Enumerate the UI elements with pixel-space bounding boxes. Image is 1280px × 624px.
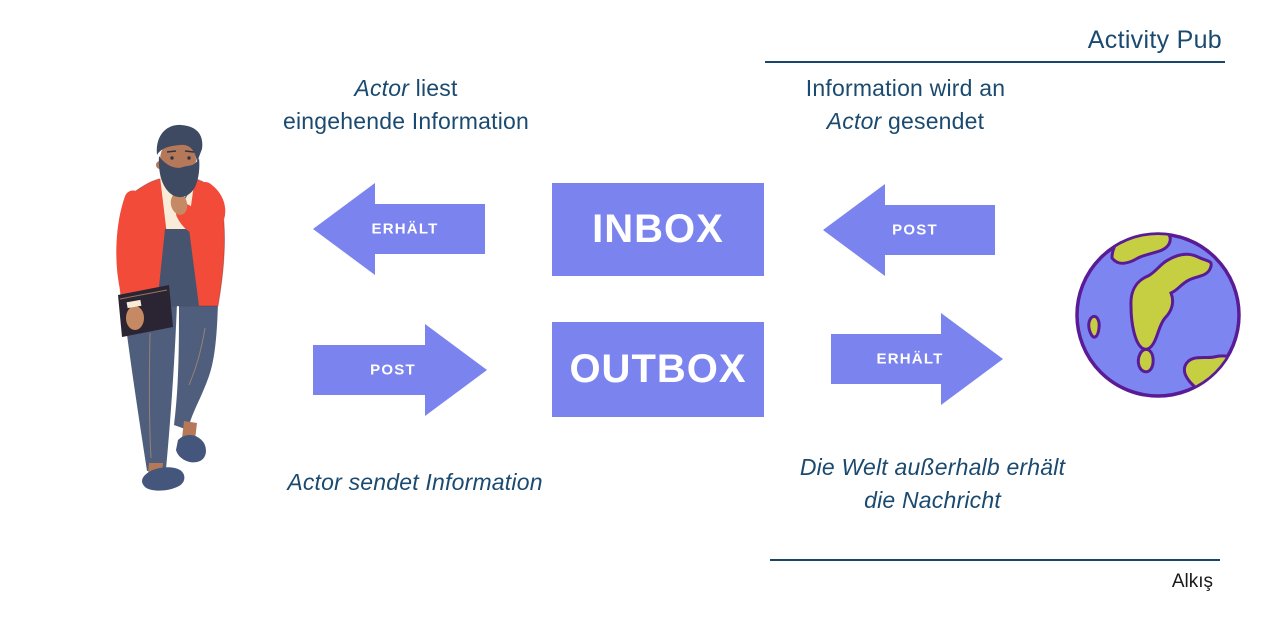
caption-line: die Nachricht	[864, 487, 1001, 513]
right-hand	[170, 193, 188, 215]
hair	[156, 124, 203, 162]
left-hand	[126, 306, 144, 330]
eye	[170, 156, 174, 160]
caption-text: gesendet	[881, 108, 985, 134]
caption-actor-sends: Actor sendet Information	[287, 469, 543, 495]
caption-line: Actor liest	[230, 72, 582, 105]
outbox-box: OUTBOX	[552, 322, 764, 417]
arrow-post-to-outbox: POST	[313, 324, 487, 416]
bottom-divider	[770, 559, 1220, 561]
arrow-shape	[313, 183, 485, 275]
person-left-arm	[116, 190, 142, 300]
arrow-erhalt-to-actor: ERHÄLT	[313, 183, 485, 275]
caption-info-sent: Information wird an Actor gesendet	[758, 72, 1053, 138]
arrow-label: ERHÄLT	[372, 221, 439, 238]
diagram-title: Activity Pub	[1087, 26, 1222, 54]
credit-text: Alkış	[1171, 571, 1213, 592]
actor-word: Actor	[826, 108, 882, 134]
walking-man-illustration	[116, 124, 226, 491]
person-back-leg	[174, 303, 218, 463]
arrow-label: POST	[370, 362, 416, 379]
top-divider	[765, 61, 1225, 63]
person-head	[156, 124, 203, 198]
caption-world-receives: Die Welt außerhalb erhält die Nachricht	[755, 451, 1110, 517]
person-right-arm	[176, 182, 226, 237]
inbox-label: INBOX	[592, 207, 724, 251]
front-shoe	[142, 467, 185, 491]
caption-line: Actor gesendet	[758, 105, 1053, 138]
back-ankle	[182, 421, 197, 440]
arrow-label: ERHÄLT	[877, 351, 944, 368]
person-front-leg	[123, 303, 185, 491]
eye	[187, 156, 191, 160]
actor-word: Actor	[354, 75, 410, 101]
caption-line: eingehende Information	[282, 108, 530, 134]
caption-line: Die Welt außerhalb erhält	[799, 454, 1066, 480]
back-shoe	[176, 434, 206, 463]
arrow-erhalt-to-world: ERHÄLT	[831, 313, 1003, 405]
outbox-label: OUTBOX	[569, 347, 747, 391]
caption-actor-reads: Actor liest eingehende Information	[230, 72, 582, 138]
globe-icon	[1075, 232, 1241, 398]
caption-line: Information wird an	[805, 75, 1006, 101]
arrow-post-to-inbox: POST	[823, 184, 995, 276]
arrow-label: POST	[892, 222, 938, 239]
eyebrows	[166, 150, 195, 153]
beard	[158, 156, 200, 198]
person-book	[118, 285, 173, 337]
inbox-box: INBOX	[552, 183, 764, 276]
person-jacket	[116, 175, 226, 307]
arrow-shape	[831, 313, 1003, 405]
arrow-shape	[313, 324, 487, 416]
caption-text: liest	[409, 75, 458, 101]
arrow-shape	[823, 184, 995, 276]
